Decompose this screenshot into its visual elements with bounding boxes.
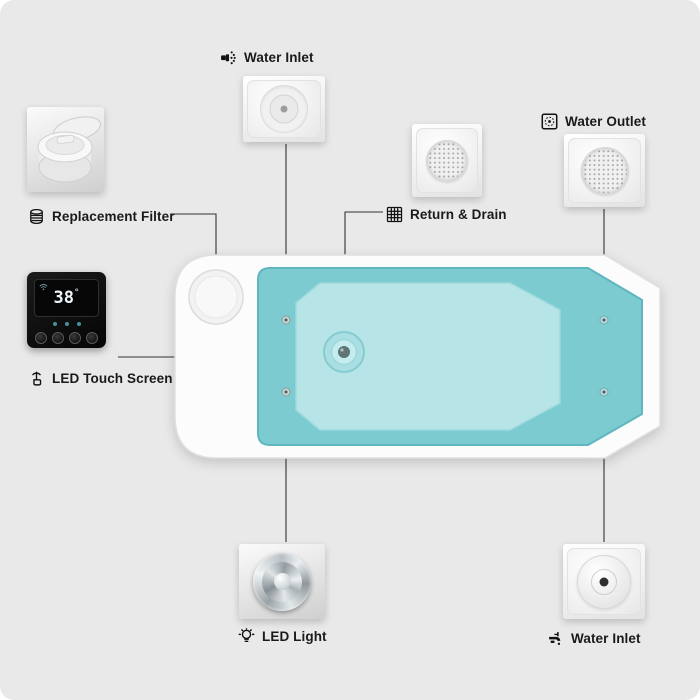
callout-label: Replacement Filter (52, 208, 175, 224)
temperature-readout: 38 (53, 287, 75, 308)
wifi-icon (39, 284, 48, 290)
callout-label: Return & Drain (410, 206, 507, 222)
callout-label: Water Outlet (565, 113, 646, 129)
touch-hand-icon (28, 370, 45, 387)
panel-buttons (34, 332, 99, 344)
filter-canister-graphic (37, 116, 101, 183)
inlet-center-dot (280, 105, 288, 113)
tub-jets (281, 315, 609, 397)
led-light-fixture (253, 552, 311, 611)
callout-label: LED Light (262, 628, 327, 644)
panel-button-temp-up[interactable] (52, 332, 64, 344)
callout-replacement-filter: Replacement Filter (28, 206, 175, 226)
filter-cartridge-icon (28, 208, 45, 225)
led-light-photo (239, 544, 325, 619)
indicator-dot (64, 322, 69, 326)
callout-label: Water Inlet (571, 630, 641, 646)
tub-drain (323, 331, 365, 373)
callout-led-touch-screen: LED Touch Screen (28, 368, 173, 388)
bathtub-top-view (174, 254, 661, 459)
callout-water-inlet-bottom: Water Inlet (547, 628, 641, 648)
callout-water-outlet: Water Outlet (541, 111, 646, 131)
indicator-dot (76, 322, 81, 326)
return-drain-photo (412, 124, 482, 197)
water-inlet-bottom-photo (563, 544, 645, 619)
inlet-bottom-hole (599, 577, 609, 586)
water-inlet-top-photo (243, 76, 325, 142)
callout-label: Water Inlet (244, 49, 314, 65)
callout-led-light: LED Light (238, 626, 327, 646)
callout-return-drain: Return & Drain (386, 204, 507, 224)
inlet-bottom-ring (591, 568, 617, 595)
temperature-unit: ° (74, 288, 80, 298)
drain-grid-icon (386, 206, 403, 223)
panel-button-light[interactable] (86, 332, 98, 344)
callout-water-inlet-top: Water Inlet (220, 47, 314, 67)
outlet-mesh (580, 146, 629, 195)
callout-label: LED Touch Screen (52, 370, 173, 386)
drain-mesh (426, 139, 468, 182)
led-light-ring (262, 561, 302, 602)
panel-indicators (34, 322, 99, 326)
faucet-icon (547, 630, 564, 647)
tub-basin-floor (295, 282, 561, 431)
spray-icon (220, 49, 237, 66)
led-light-lens (273, 573, 291, 590)
panel-button-temp-down[interactable] (69, 332, 81, 344)
replacement-filter-photo (27, 107, 104, 192)
water-outlet-photo (564, 134, 645, 207)
led-display: 38° (34, 279, 99, 317)
panel-button-power[interactable] (35, 332, 47, 344)
led-touch-screen-panel: 38° (27, 272, 106, 348)
indicator-dot (52, 322, 57, 326)
led-bulb-icon (238, 627, 255, 645)
outlet-grid-icon (541, 113, 558, 130)
